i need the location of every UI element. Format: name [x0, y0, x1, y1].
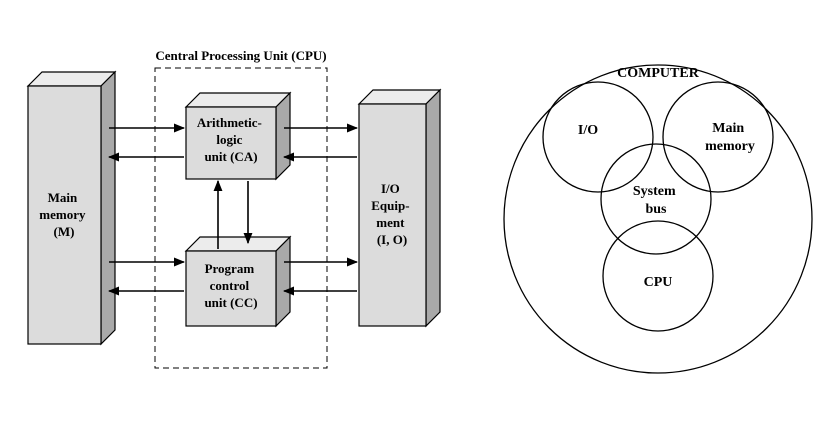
- cpu-title: Central Processing Unit (CPU): [155, 48, 326, 63]
- main-memory-circle: [662, 81, 774, 193]
- alu-block: Arithmetic- logic unit (CA): [184, 91, 292, 181]
- system-bus-label: System bus: [633, 184, 679, 217]
- cpu-circle: [602, 220, 714, 332]
- io-equipment-label: I/O Equip- ment (I, O): [371, 181, 413, 247]
- system-bus-circle: [600, 143, 712, 255]
- main-memory-label: Main memory (M): [39, 190, 88, 239]
- io-circle: [542, 81, 654, 193]
- left-diagram: Central Processing Unit (CPU) Main memor…: [26, 48, 442, 369]
- io-equipment-block: I/O Equip- ment (I, O): [357, 88, 442, 328]
- cpu-circle-label: CPU: [644, 275, 673, 290]
- pcu-label: Program control unit (CC): [204, 261, 257, 310]
- right-diagram: COMPUTER I/O Main memory System bus CPU: [503, 64, 813, 374]
- main-memory-block: Main memory (M): [26, 70, 117, 346]
- computer-label: COMPUTER: [617, 66, 700, 81]
- computer-circle: [503, 64, 813, 374]
- main-memory-circle-label: Main memory: [705, 121, 755, 154]
- cpu-boundary: [154, 67, 328, 369]
- alu-label: Arithmetic- logic unit (CA): [197, 115, 265, 164]
- program-control-unit-block: Program control unit (CC): [184, 235, 292, 328]
- io-label: I/O: [578, 123, 598, 138]
